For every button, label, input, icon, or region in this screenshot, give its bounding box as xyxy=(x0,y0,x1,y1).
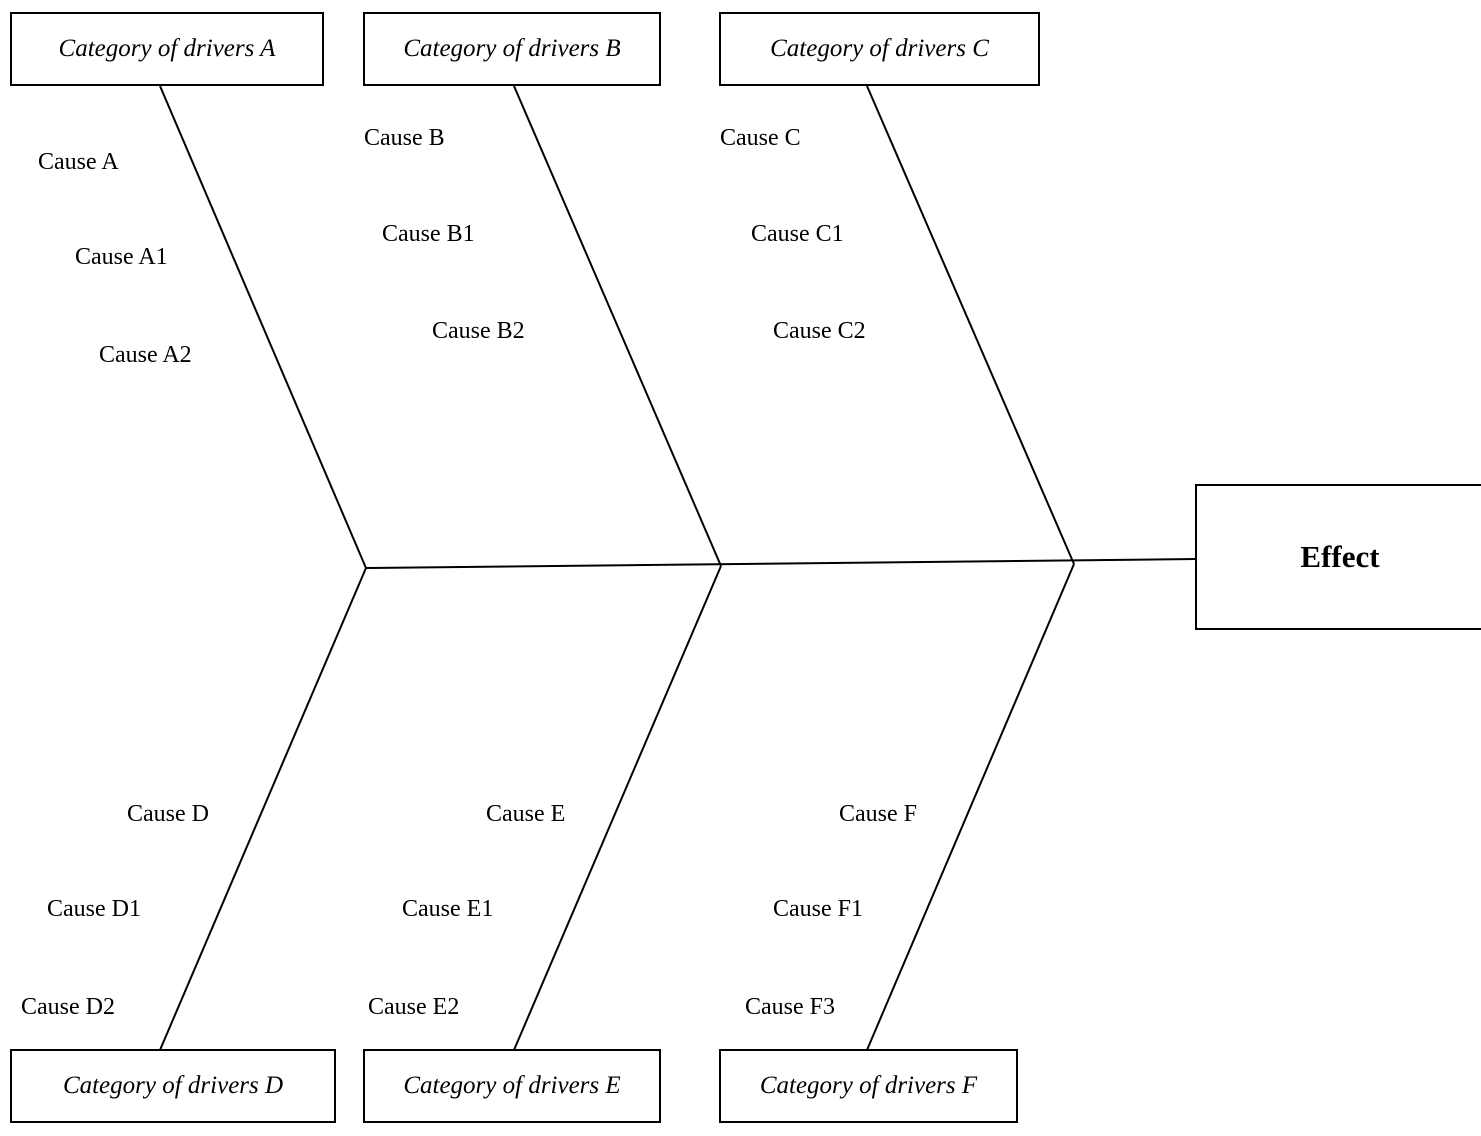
bone-a xyxy=(159,85,367,569)
category-box-d: Category of drivers D xyxy=(10,1049,336,1123)
cause-a2: Cause A2 xyxy=(99,342,192,368)
cause-a1: Cause A1 xyxy=(75,244,168,270)
cause-f: Cause F xyxy=(839,801,917,827)
category-box-a: Category of drivers A xyxy=(10,12,324,86)
cause-d1: Cause D1 xyxy=(47,896,141,922)
cause-b: Cause B xyxy=(364,125,445,151)
cause-e1: Cause E1 xyxy=(402,896,494,922)
cause-d2: Cause D2 xyxy=(21,994,115,1020)
effect-box: Effect xyxy=(1195,484,1481,630)
category-box-c: Category of drivers C xyxy=(719,12,1040,86)
cause-e2: Cause E2 xyxy=(368,994,460,1020)
category-box-f: Category of drivers F xyxy=(719,1049,1018,1123)
cause-a: Cause A xyxy=(38,149,119,175)
category-box-e: Category of drivers E xyxy=(363,1049,661,1123)
category-box-b: Category of drivers B xyxy=(363,12,661,86)
effect-label: Effect xyxy=(1300,539,1380,574)
cause-c: Cause C xyxy=(720,125,801,151)
spine-line xyxy=(365,558,1197,569)
category-label-a: Category of drivers A xyxy=(58,35,276,62)
cause-f3: Cause F3 xyxy=(745,994,835,1020)
category-label-f: Category of drivers F xyxy=(759,1072,978,1099)
bone-e xyxy=(513,565,722,1051)
category-label-e: Category of drivers E xyxy=(403,1072,621,1099)
cause-c1: Cause C1 xyxy=(751,221,844,247)
bone-d xyxy=(159,567,367,1051)
cause-c2: Cause C2 xyxy=(773,318,866,344)
cause-b2: Cause B2 xyxy=(432,318,525,344)
category-label-d: Category of drivers D xyxy=(62,1072,284,1099)
bone-b xyxy=(513,85,722,567)
cause-f1: Cause F1 xyxy=(773,896,863,922)
category-label-b: Category of drivers B xyxy=(403,35,621,62)
cause-b1: Cause B1 xyxy=(382,221,475,247)
category-label-c: Category of drivers C xyxy=(770,35,989,62)
cause-e: Cause E xyxy=(486,801,566,827)
bone-f xyxy=(866,563,1075,1051)
bone-c xyxy=(866,85,1075,565)
cause-d: Cause D xyxy=(127,801,209,827)
